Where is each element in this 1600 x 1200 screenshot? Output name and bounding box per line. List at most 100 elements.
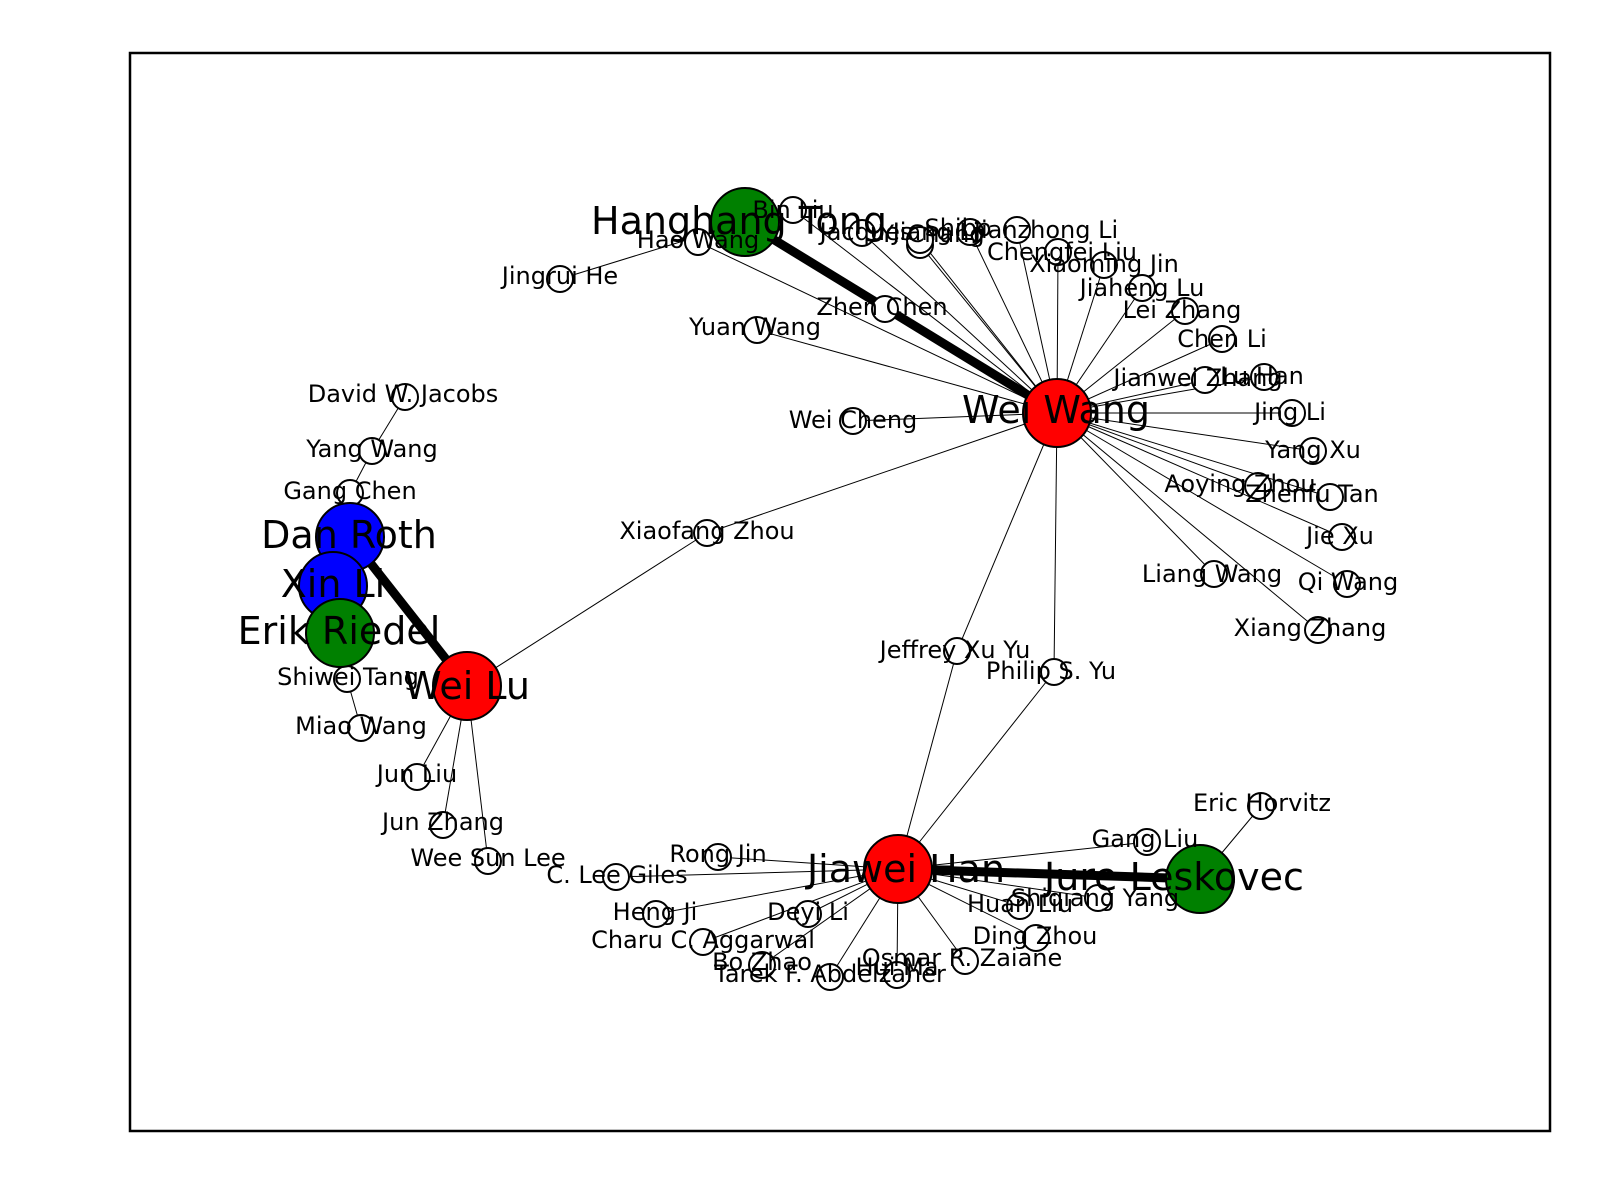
node-label-david-w-jacobs: David W. Jacobs xyxy=(308,380,499,408)
node-yang-xu xyxy=(1299,437,1327,465)
node-aoying-zhou xyxy=(1244,472,1272,500)
node-label-jing-li: Jing Li xyxy=(1252,398,1326,426)
node-lu-han xyxy=(1250,363,1278,391)
node-label-jacques: Jacques xyxy=(818,218,913,246)
node-label-chen-li: Chen Li xyxy=(1177,325,1267,353)
node-label-yi-chang: Yi Chang xyxy=(878,220,984,248)
node-huan-liu xyxy=(1006,892,1034,920)
node-bin-liu xyxy=(779,196,807,224)
edge-wei-wang-jacques xyxy=(861,232,1058,414)
node-jun-liu xyxy=(403,763,431,791)
node-label-philip-s-yu: Philip S. Yu xyxy=(986,657,1116,685)
node-qi-wang xyxy=(1333,570,1361,598)
node-ding-zhou xyxy=(1022,924,1050,952)
node-zhen-chen xyxy=(871,295,899,323)
node-yang-wang xyxy=(358,437,386,465)
node-jun-zhang xyxy=(429,811,457,839)
node-label-jun-liu: Jun Liu xyxy=(375,760,457,788)
node-erik-riedel xyxy=(305,598,375,668)
node-label-chengfei-liu: Chengfei Liu xyxy=(987,238,1137,266)
node-jianwei-zhang xyxy=(1191,366,1219,394)
node-label-bo-zhao: Bo Zhao xyxy=(712,948,812,976)
node-label-xin-li: Xin Li xyxy=(281,562,385,606)
node-wee-sun-lee xyxy=(474,847,502,875)
node-label-jie-xu: Jie Xu xyxy=(1304,522,1374,550)
node-label-miao-wang: Miao Wang xyxy=(295,712,427,740)
node-wei-cheng xyxy=(839,407,867,435)
node-label-huan-liu: Huan Liu xyxy=(967,890,1073,918)
edge-wei-wang-yi-chang xyxy=(919,244,1058,414)
node-label-liang-wang: Liang Wang xyxy=(1142,560,1282,588)
edge-wei-wang-jeffrey-xu-yu xyxy=(956,412,1058,652)
node-label-yuan-wang: Yuan Wang xyxy=(688,313,821,341)
edge-wei-wang-philip-s-yu xyxy=(1053,412,1058,673)
node-xiaoming-jin xyxy=(1090,251,1118,279)
node-label-ding-zhou: Ding Zhou xyxy=(973,922,1098,950)
node-label-xiaofang-zhou: Xiaofang Zhou xyxy=(619,517,794,545)
node-heng-ji xyxy=(642,900,670,928)
node-osmar-zaiane xyxy=(951,947,979,975)
edge-wei-wang-bin-liu xyxy=(792,209,1058,414)
edge-wei-wang-yuan-wang xyxy=(756,329,1058,414)
edge-wei-wang-jiang-li xyxy=(919,239,1058,414)
node-label-yang-xu: Yang Xu xyxy=(1264,436,1361,464)
node-gang-liu xyxy=(1133,828,1161,856)
node-chengfei-liu xyxy=(1044,238,1072,266)
node-charu-aggarwal xyxy=(689,928,717,956)
node-hao-wang xyxy=(684,228,712,256)
node-wei-lu xyxy=(432,651,502,721)
node-philip-s-yu xyxy=(1040,658,1068,686)
node-label-jiang-li: Jiang Li xyxy=(891,218,980,246)
node-jiang-li xyxy=(906,226,934,254)
nodes-layer xyxy=(298,187,1361,991)
node-jiaheng-lu xyxy=(1128,274,1156,302)
node-label-jianzhong-li: Jianzhong Li xyxy=(972,216,1118,244)
node-label-hanghang-tong: Hanghang Tong xyxy=(591,199,887,243)
node-label-qi-wang: Qi Wang xyxy=(1298,568,1399,596)
edge-wei-wang-liang-wang xyxy=(1056,412,1215,575)
edge-wei-wang-hao-wang xyxy=(697,241,1058,414)
node-rong-jin xyxy=(704,843,732,871)
node-shiqiang-yang xyxy=(1084,884,1112,912)
edge-jiawei-han-heng-ji xyxy=(655,868,899,915)
node-label-jiaheng-lu: Jiaheng Lu xyxy=(1078,274,1205,302)
node-label-wei-lu: Wei Lu xyxy=(404,664,530,708)
edge-wei-wang-yang-xu xyxy=(1056,412,1314,452)
edge-wei-wang-lu-han xyxy=(1056,376,1265,414)
node-label-jure-leskovec: Jure Leskovec xyxy=(1042,855,1304,899)
node-label-jiawei-han: Jiawei Han xyxy=(805,847,1005,891)
node-c-lee-giles xyxy=(602,863,630,891)
node-hui-ma xyxy=(883,961,911,989)
node-jeffrey-xu-yu xyxy=(943,637,971,665)
node-label-heng-ji: Heng Ji xyxy=(613,898,698,926)
node-jingrui-he xyxy=(546,265,574,293)
node-shi-bo xyxy=(956,218,984,246)
node-xiang-zhang xyxy=(1304,616,1332,644)
node-xiaofang-zhou xyxy=(693,519,721,547)
node-label-osmar-zaiane: Osmar R. Zaiane xyxy=(862,944,1063,972)
node-label-yang-wang: Yang Wang xyxy=(305,435,437,463)
node-label-jianwei-zhang: Jianwei Zhang xyxy=(1111,364,1282,392)
node-jianzhong-li xyxy=(1003,216,1031,244)
node-jiawei-han xyxy=(863,834,933,904)
node-label-deyi-li: Deyi Li xyxy=(767,898,849,926)
node-label-lu-han: Lu Han xyxy=(1220,362,1304,390)
node-label-dan-roth: Dan Roth xyxy=(261,513,437,557)
node-label-jeffrey-xu-yu: Jeffrey Xu Yu xyxy=(878,636,1031,664)
edge-jiawei-han-gang-liu xyxy=(897,841,1148,870)
node-lei-zhang xyxy=(1171,297,1199,325)
node-label-wee-sun-lee: Wee Sun Lee xyxy=(410,844,565,872)
edge-wei-wang-jie-xu xyxy=(1056,412,1343,538)
node-wei-wang xyxy=(1022,378,1092,448)
node-label-c-lee-giles: C. Lee Giles xyxy=(546,861,687,889)
node-jacques xyxy=(848,219,876,247)
edge-wei-wang-aoying-zhou xyxy=(1056,412,1259,487)
edge-jiawei-han-jure-leskovec xyxy=(897,864,1201,884)
node-liang-wang xyxy=(1200,560,1228,588)
node-yuan-wang xyxy=(743,316,771,344)
edge-jiawei-han-c-lee-giles xyxy=(615,868,899,878)
edge-wei-wang-zhenfu-tan xyxy=(1056,412,1331,498)
node-label-hui-ma: Hui Ma xyxy=(856,953,939,981)
